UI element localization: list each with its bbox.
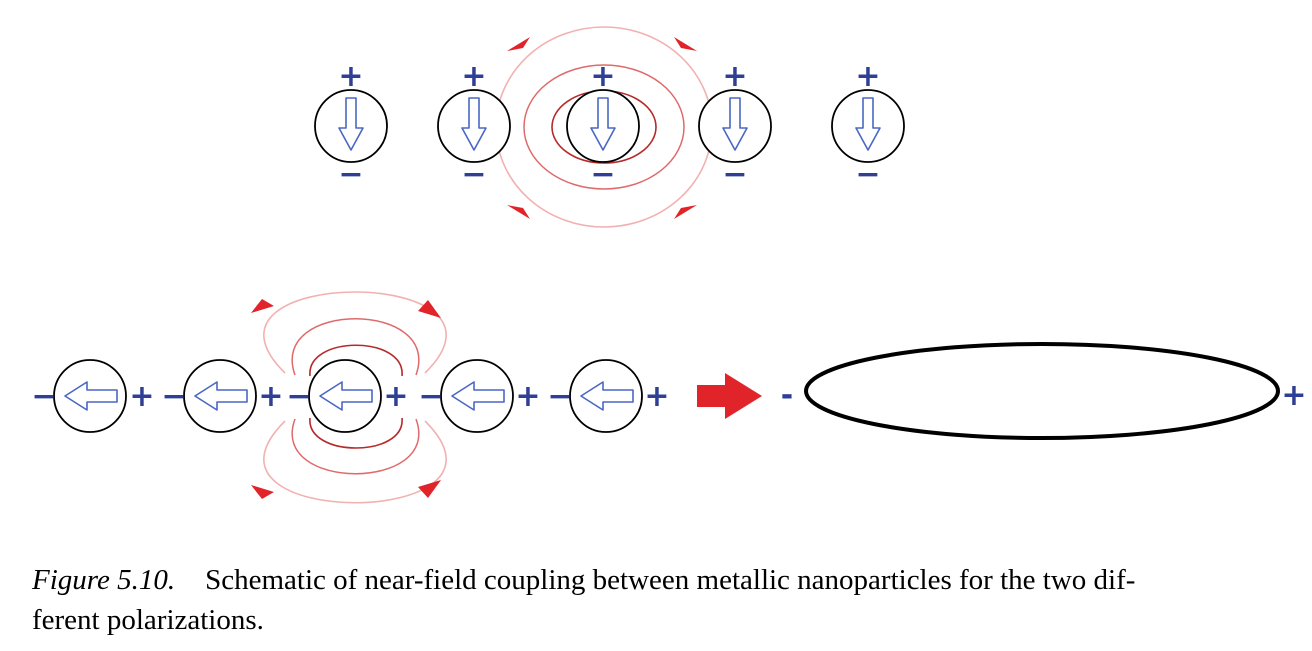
top-minus-sign: − [338,157,363,192]
bottom-particle-5 [569,359,643,433]
bottom-particle-1 [53,359,127,433]
top-minus-sign: − [722,157,747,192]
top-minus-sign: − [855,157,880,192]
bottom-minus-sign: − [547,379,572,414]
bottom-minus-sign: − [161,379,186,414]
top-plus-sign: + [461,59,486,94]
bottom-plus-sign: + [129,379,154,414]
top-charge-signs: + + + + + − − − − − [338,59,880,192]
top-particle-5 [831,89,905,163]
bottom-minus-sign: − [286,379,311,414]
bottom-particle-3 [308,359,382,433]
bottom-field-arrowheads [251,299,441,499]
ellipse-minus-sign: - [781,378,793,413]
top-plus-sign: + [722,59,747,94]
top-particle-4 [698,89,772,163]
bottom-plus-sign: + [515,379,540,414]
caption-line-2: ferent polarizations. [32,604,264,636]
caption-label: Figure 5.10. [32,564,176,596]
ellipse-plus-sign: + [1281,378,1306,413]
top-minus-sign: − [590,157,615,192]
top-particle-2 [437,89,511,163]
top-particle-1 [314,89,388,163]
top-field-arrowheads [507,37,697,219]
bottom-charge-signs: − − − − − + + + + + [31,379,669,414]
bottom-plus-sign: + [644,379,669,414]
bottom-minus-sign: − [31,379,56,414]
near-field-coupling-diagram: + + + + + − − − − − [31,26,1307,504]
equivalent-ellipse [804,342,1280,440]
bottom-particle-4 [440,359,514,433]
bottom-plus-sign: + [258,379,283,414]
figure-caption: Figure 5.10. Schematic of near-field coup… [32,560,1282,640]
bottom-minus-sign: − [418,379,443,414]
caption-line-1: Schematic of near-field coupling between… [205,564,1136,596]
bottom-plus-sign: + [383,379,408,414]
bottom-field-lines [263,291,447,504]
top-plus-sign: + [590,59,615,94]
top-plus-sign: + [338,59,363,94]
top-particle-3 [566,89,640,163]
top-minus-sign: − [461,157,486,192]
equivalence-arrow-icon [697,373,762,419]
bottom-particle-2 [183,359,257,433]
top-plus-sign: + [855,59,880,94]
